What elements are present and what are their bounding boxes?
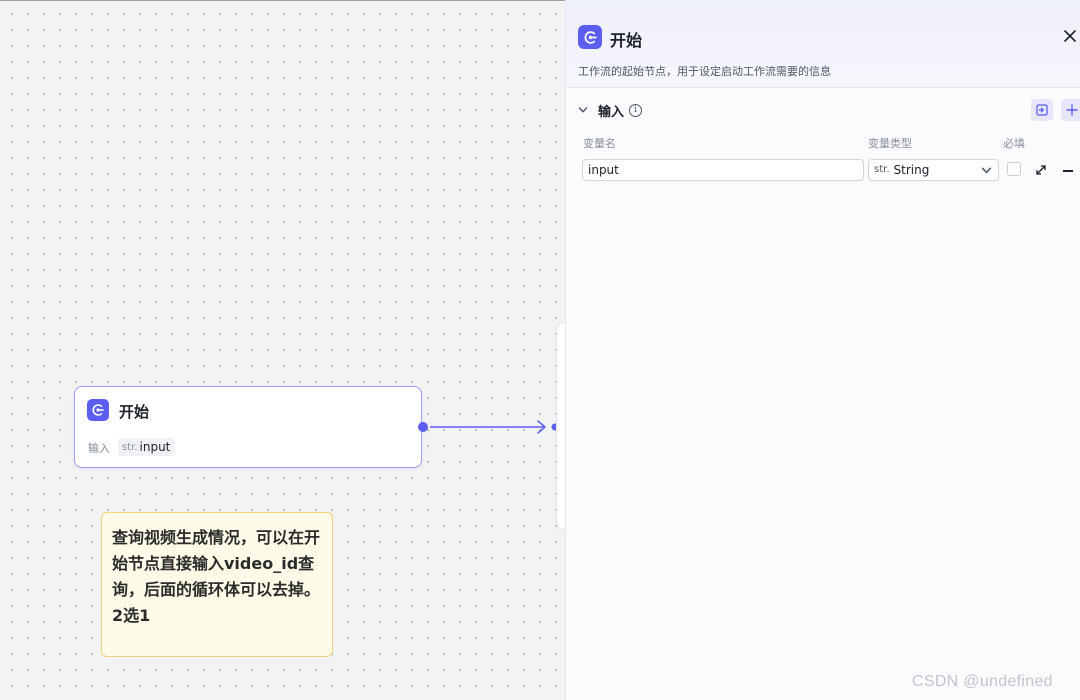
column-header-type: 变量类型 (868, 137, 912, 150)
import-button[interactable] (1031, 99, 1053, 121)
required-checkbox[interactable] (1007, 162, 1021, 176)
import-icon (1036, 104, 1048, 116)
variable-name-input[interactable]: input (582, 159, 864, 181)
chevron-down-icon[interactable] (578, 104, 590, 116)
variable-name: input (139, 440, 171, 454)
input-section-header[interactable]: 输入 i (578, 100, 643, 120)
start-node[interactable]: 开始 输入 str. input (74, 386, 422, 468)
input-section-title: 输入 (598, 104, 625, 120)
start-node-input-label: 输入 (88, 442, 110, 455)
top-divider (0, 0, 1080, 1)
variable-type-select[interactable]: str. String (868, 159, 999, 181)
minus-icon[interactable] (1063, 170, 1073, 172)
info-icon[interactable]: i (629, 103, 643, 117)
type-prefix: str. (874, 164, 890, 175)
panel-description: 工作流的起始节点，用于设定启动工作流需要的信息 (578, 65, 831, 78)
sticky-note[interactable]: 查询视频生成情况，可以在开始节点直接输入video_id查询，后面的循环体可以去… (101, 512, 333, 657)
expand-icon[interactable] (1035, 164, 1047, 176)
watermark: CSDN @undefined (912, 673, 1053, 690)
start-node-variable-tag: str. input (118, 438, 175, 456)
plus-icon (1066, 104, 1078, 116)
start-node-icon (87, 399, 109, 421)
chevron-down-icon (981, 167, 992, 174)
column-header-name: 变量名 (583, 137, 616, 150)
variable-type-prefix: str. (122, 441, 138, 453)
add-variable-button[interactable] (1061, 99, 1080, 121)
panel-title[interactable]: 开始 (610, 31, 643, 50)
type-value: String (893, 163, 930, 177)
node-config-panel: 开始 工作流的起始节点，用于设定启动工作流需要的信息 输入 i (565, 0, 1080, 700)
start-node-title: 开始 (119, 403, 150, 421)
panel-header: 开始 工作流的起始节点，用于设定启动工作流需要的信息 (566, 0, 1080, 88)
output-port[interactable] (418, 422, 428, 432)
node-connection-edge[interactable] (416, 416, 562, 438)
column-header-required: 必填 (1003, 137, 1025, 150)
close-icon[interactable] (1060, 26, 1080, 46)
start-node-icon (578, 25, 602, 49)
